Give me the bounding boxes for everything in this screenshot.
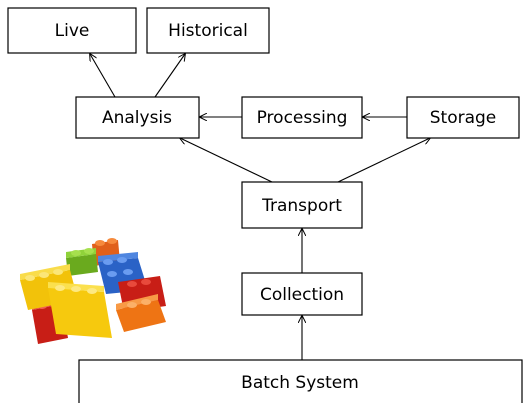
node-historical-label: Historical	[168, 21, 248, 41]
node-storage: Storage	[406, 96, 520, 139]
node-batch-system: Batch System	[78, 359, 523, 403]
node-storage-label: Storage	[430, 108, 497, 128]
edge-transport-to-analysis	[180, 138, 273, 183]
edge-analysis-to-live	[90, 54, 116, 98]
node-collection: Collection	[241, 272, 363, 316]
node-batch-system-label: Batch System	[241, 373, 359, 393]
lego-bricks-icon	[20, 238, 166, 344]
node-collection-label: Collection	[260, 285, 344, 305]
node-transport-label: Transport	[261, 196, 342, 216]
edge-analysis-to-historical	[154, 54, 185, 98]
node-live-label: Live	[55, 21, 90, 41]
edge-transport-to-storage	[337, 138, 430, 183]
node-analysis: Analysis	[75, 96, 200, 139]
edges	[90, 54, 430, 360]
node-processing-label: Processing	[257, 108, 348, 128]
node-transport: Transport	[241, 181, 363, 229]
node-processing: Processing	[241, 96, 363, 139]
node-live: Live	[7, 7, 137, 54]
node-historical: Historical	[146, 7, 270, 54]
node-analysis-label: Analysis	[102, 108, 172, 128]
